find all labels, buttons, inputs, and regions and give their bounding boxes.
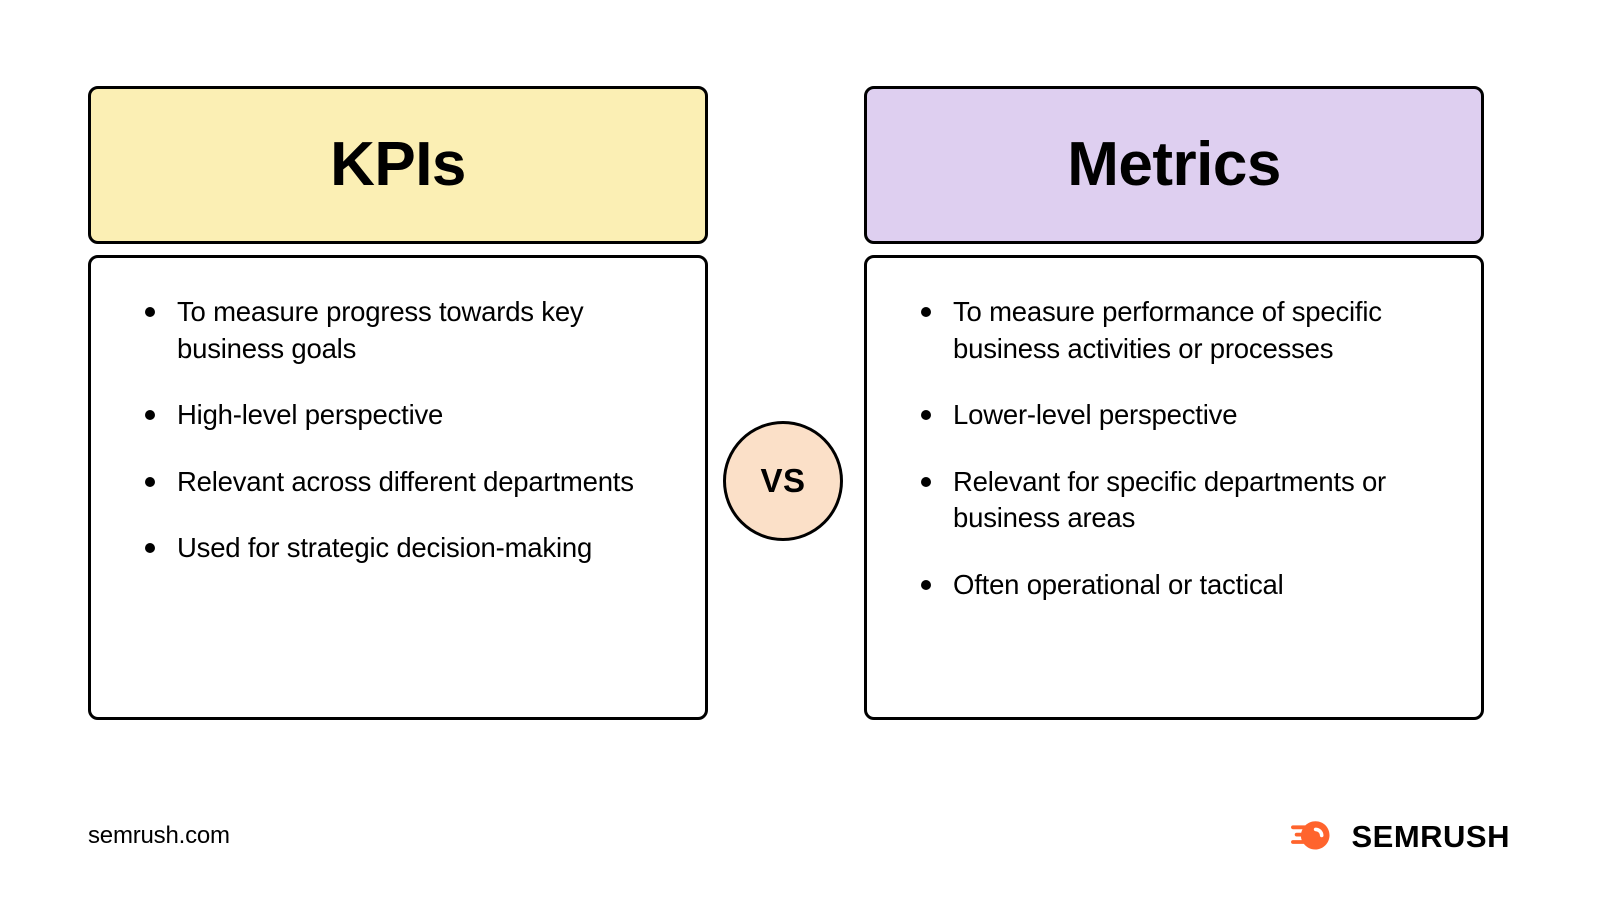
kpis-bullet-list: To measure progress towards key business… [143, 294, 675, 567]
list-item: To measure performance of specific busin… [919, 294, 1451, 367]
semrush-comet-icon [1291, 821, 1330, 850]
metrics-header-card: Metrics [864, 86, 1484, 244]
metrics-title: Metrics [1067, 130, 1281, 199]
list-item: To measure progress towards key business… [143, 294, 675, 367]
list-item: Lower-level perspective [919, 397, 1451, 434]
comparison-column-metrics: Metrics To measure performance of specif… [864, 86, 1484, 720]
comparison-column-kpis: KPIs To measure progress towards key bus… [88, 86, 708, 720]
metrics-body-card: To measure performance of specific busin… [864, 255, 1484, 720]
kpis-body-card: To measure progress towards key business… [88, 255, 708, 720]
vs-badge-label: VS [760, 462, 806, 499]
list-item: Often operational or tactical [919, 567, 1451, 604]
metrics-bullet-list: To measure performance of specific busin… [919, 294, 1451, 603]
list-item: Used for strategic decision-making [143, 530, 675, 567]
vs-badge: VS [723, 421, 843, 541]
kpis-header-card: KPIs [88, 86, 708, 244]
list-item: Relevant across different departments [143, 464, 675, 501]
list-item: Relevant for specific departments or bus… [919, 464, 1451, 537]
list-item: High-level perspective [143, 397, 675, 434]
semrush-logo: SEMRUSH [1291, 818, 1510, 854]
semrush-wordmark: SEMRUSH [1351, 818, 1510, 854]
source-url: semrush.com [88, 822, 230, 849]
kpis-title: KPIs [330, 130, 466, 199]
